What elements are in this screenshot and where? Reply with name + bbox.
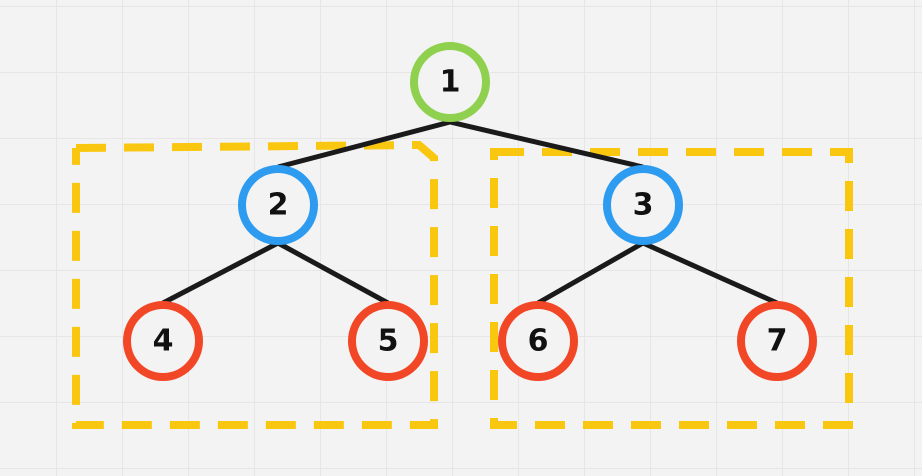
node-label: 2 [268,188,289,223]
edge-3-6 [536,240,645,306]
tree-node-7[interactable]: 7 [737,301,817,381]
node-label: 3 [633,188,654,223]
edge-3-7 [641,240,779,306]
node-label: 1 [440,65,461,100]
tree-node-3[interactable]: 3 [603,165,683,245]
edge-2-4 [161,240,280,306]
edge-2-5 [276,240,390,306]
right-subtree-group-box[interactable] [490,148,853,429]
tree-node-2[interactable]: 2 [238,165,318,245]
edge-1-3 [449,119,644,170]
node-label: 5 [378,324,399,359]
tree-node-1[interactable]: 1 [410,42,490,122]
tree-node-6[interactable]: 6 [498,301,578,381]
edge-1-2 [277,119,451,170]
node-label: 4 [153,324,174,359]
left-subtree-group-box[interactable] [72,140,438,429]
tree-node-5[interactable]: 5 [348,301,428,381]
tree-node-4[interactable]: 4 [123,301,203,381]
node-label: 6 [528,324,549,359]
node-label: 7 [767,324,788,359]
